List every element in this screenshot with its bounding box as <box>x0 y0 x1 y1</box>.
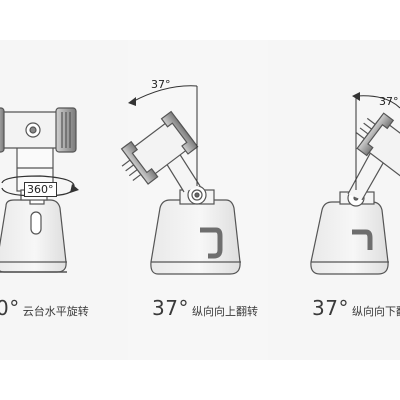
panel-tilt-down <box>268 40 400 360</box>
caption-tilt-up: 37° 纵向向上翻转 <box>152 296 258 320</box>
caption-text: 云台水平旋转 <box>22 305 89 318</box>
base-body-mid <box>150 199 241 275</box>
device-tilt-down <box>310 112 400 275</box>
device-front-view <box>0 107 77 273</box>
angle-arc-icon-right <box>352 92 400 190</box>
caption-text: 纵向向上翻转 <box>191 305 258 318</box>
tilt-up-angle-label: 37° <box>151 78 171 91</box>
caption-horizontal-rotation: 0° 云台水平旋转 <box>0 296 89 320</box>
caption-text: 纵向向下翻 <box>351 305 400 318</box>
sensor-window <box>30 211 42 235</box>
caption-value: 0° <box>0 296 20 320</box>
angle-arc-icon <box>128 85 198 186</box>
base-body-right <box>310 201 389 275</box>
caption-tilt-down: 37° 纵向向下翻 <box>312 296 400 320</box>
rotation-angle-label: 360° <box>24 182 57 197</box>
caption-value: 37° <box>152 296 189 320</box>
device-tilt-up <box>120 110 241 275</box>
caption-value: 37° <box>312 296 349 320</box>
base-body <box>0 199 67 273</box>
tilt-down-angle-label: 37° <box>379 95 399 108</box>
